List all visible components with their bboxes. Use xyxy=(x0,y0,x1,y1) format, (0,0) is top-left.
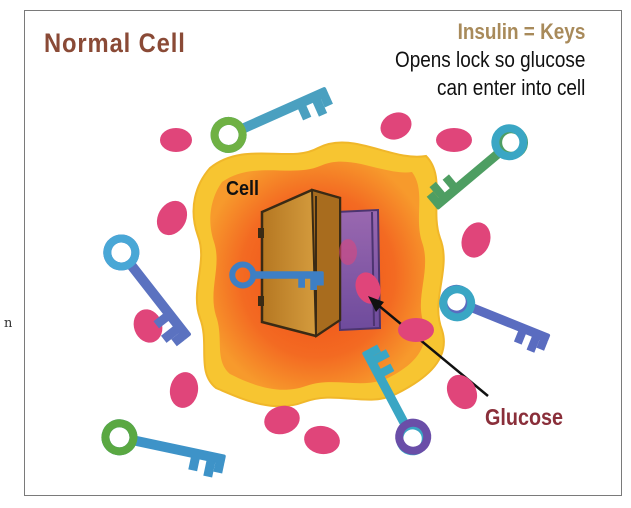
glucose-molecule xyxy=(461,222,491,258)
caption-line-1: Opens lock so glucose xyxy=(394,47,585,72)
glucose-molecule xyxy=(160,128,192,152)
glucose-molecule xyxy=(133,309,163,343)
caption-line-2: can enter into cell xyxy=(436,75,585,100)
glucose-molecule xyxy=(446,374,478,410)
caption: Insulin = Keys Opens lock so glucose can… xyxy=(395,18,585,102)
diagram-title: Normal Cell xyxy=(44,28,186,58)
glucose-molecule xyxy=(264,405,300,435)
key-icon xyxy=(423,120,529,216)
key-icon xyxy=(210,78,335,159)
glucose-molecule xyxy=(355,272,381,304)
key-icon xyxy=(438,285,554,356)
caption-heading: Insulin = Keys xyxy=(457,19,585,44)
key-icon xyxy=(102,421,228,480)
glucose-molecule xyxy=(436,128,472,152)
glucose-molecule xyxy=(169,372,199,408)
cell-label: Cell xyxy=(226,178,260,200)
glucose-molecule xyxy=(398,318,434,342)
key-icon xyxy=(97,233,199,350)
glucose-molecule xyxy=(339,239,357,265)
glucose-molecule xyxy=(156,200,188,236)
glucose-molecule xyxy=(380,112,412,140)
glucose-molecule xyxy=(304,425,340,455)
margin-fragment: n xyxy=(4,316,13,331)
key-icon xyxy=(354,342,435,456)
cell-door xyxy=(258,188,342,338)
glucose-label: Glucose xyxy=(485,404,564,430)
